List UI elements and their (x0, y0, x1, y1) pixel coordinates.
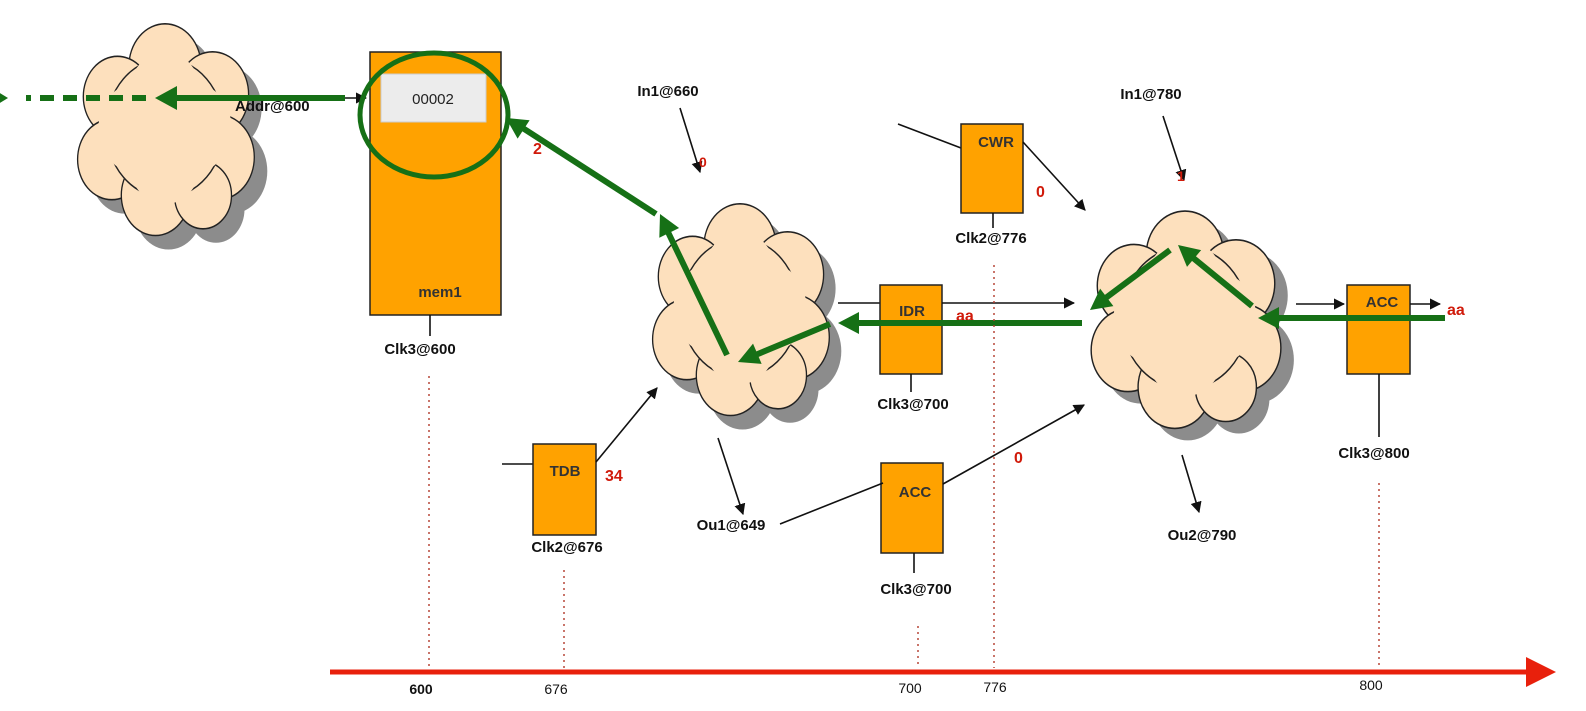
timeline-tick-776: 776 (983, 679, 1007, 695)
memory-clock-label: Clk3@600 (384, 341, 455, 358)
timeline-tick-676: 676 (544, 681, 568, 697)
register-acc-middle-value: 0 (1014, 450, 1023, 467)
register-tdb-value: 34 (605, 468, 623, 485)
register-cwr-clock: Clk2@776 (955, 230, 1026, 247)
memory-link-value: 2 (533, 141, 542, 158)
memory-highlight-circle (357, 50, 511, 180)
cloud-center-input-value: 0 (699, 154, 707, 170)
timeline-tick-800: 800 (1359, 677, 1383, 693)
cloud-right (1090, 210, 1294, 441)
cloud-center-input-label: In1@660 (637, 83, 698, 100)
register-idr: IDR aa Clk3@700 (838, 284, 1076, 413)
register-acc-middle-clock: Clk3@700 (880, 581, 951, 598)
register-cwr: CWR Clk2@776 0 (897, 123, 1086, 247)
register-acc-right: ACC aa Clk3@800 (1296, 284, 1465, 462)
timeline-tick-700: 700 (898, 680, 922, 696)
register-acc-right-name: ACC (1366, 294, 1399, 311)
register-tdb-name: TDB (550, 463, 581, 480)
register-tdb: TDB 34 Clk2@676 (502, 387, 658, 556)
cloud-left (76, 23, 268, 250)
timeline: 600 676 700 776 800 (330, 265, 1556, 697)
memory-block: 00002 mem1 Clk3@600 (369, 51, 502, 358)
cloud-right-input-value: 1 (1177, 168, 1185, 184)
memory-value-cell (380, 73, 487, 123)
register-acc-right-value: aa (1447, 302, 1465, 319)
register-idr-name: IDR (899, 303, 925, 320)
timeline-tick-600: 600 (409, 681, 433, 697)
cloud-right-input-label: In1@780 (1120, 86, 1181, 103)
register-cwr-name: CWR (978, 134, 1014, 151)
register-acc-middle-name: ACC (899, 484, 932, 501)
register-acc-right-clock: Clk3@800 (1338, 445, 1409, 462)
cloud-center-output-label: Ou1@649 (697, 517, 766, 534)
cloud-right-output-label: Ou2@790 (1168, 527, 1237, 544)
cloud-center (651, 203, 842, 430)
memory-name: mem1 (418, 284, 461, 301)
register-tdb-clock: Clk2@676 (531, 539, 602, 556)
memory-value: 00002 (412, 91, 454, 108)
register-idr-clock: Clk3@700 (877, 396, 948, 413)
register-cwr-value: 0 (1036, 184, 1045, 201)
register-acc-middle: ACC Clk3@700 0 (880, 404, 1085, 598)
trace-path (0, 50, 1445, 364)
addr-label: Addr@600 (235, 98, 310, 115)
